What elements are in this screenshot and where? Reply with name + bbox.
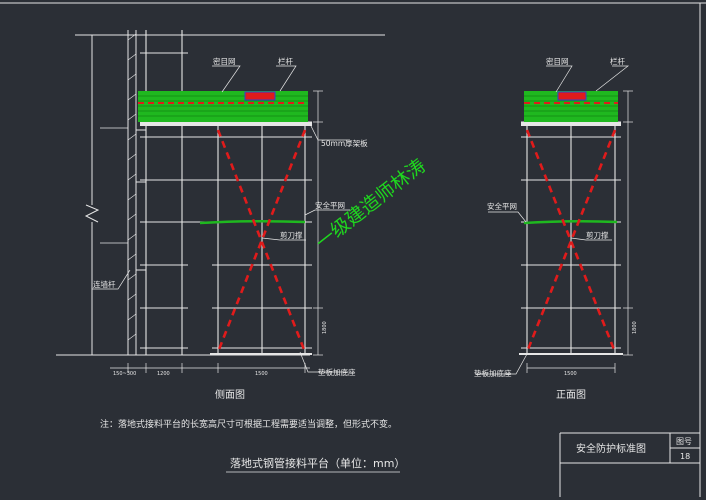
front-dim-lines bbox=[526, 90, 633, 373]
floor-marks bbox=[100, 127, 128, 244]
front-frame bbox=[521, 93, 621, 355]
side-label-board: 50mm厚架板 bbox=[321, 138, 368, 148]
title-block-fig-no: 18 bbox=[680, 452, 690, 461]
drawing-note: 注：落地式接料平台的长宽高尺寸可根据工程需要适当调整，但形式不变。 bbox=[100, 418, 397, 430]
side-leaders bbox=[92, 65, 350, 373]
side-dim-bottom-right: 1500 bbox=[255, 371, 268, 377]
side-platform-net bbox=[199, 219, 306, 225]
wall-ties bbox=[136, 129, 146, 271]
side-dim-bottom-mid: 1200 bbox=[157, 371, 170, 377]
front-label-brace: 剪刀撑 bbox=[586, 230, 609, 240]
drawing-title: 落地式钢管接料平台（单位：mm） bbox=[230, 456, 405, 470]
front-label-railing: 栏杆 bbox=[610, 56, 625, 66]
front-label-platform: 安全平网 bbox=[487, 201, 517, 211]
front-cross-brace bbox=[525, 129, 617, 353]
side-label-railing: 栏杆 bbox=[278, 56, 293, 66]
wall-hatch bbox=[127, 33, 137, 341]
side-caption: 侧面图 bbox=[215, 388, 245, 401]
side-label-platform: 安全平网 bbox=[315, 200, 345, 210]
outer-scaffold bbox=[140, 30, 188, 355]
side-board bbox=[140, 122, 312, 126]
front-label-mesh: 密目网 bbox=[546, 56, 569, 66]
side-dim-bottom-left: 150~300 bbox=[113, 371, 136, 377]
front-caption: 正面图 bbox=[556, 389, 586, 401]
front-platform-net bbox=[523, 219, 618, 225]
front-view: 密目网 栏杆 安全平网 剪刀撑 垫板加底座 1500 1800 正面图 bbox=[474, 56, 638, 401]
side-dim-right: 1800 bbox=[322, 321, 328, 334]
side-label-brace: 剪刀撑 bbox=[280, 230, 303, 240]
side-mesh-texture bbox=[138, 95, 308, 117]
side-dim-lines bbox=[110, 90, 323, 373]
front-label-base: 垫板加底座 bbox=[474, 368, 512, 378]
front-board bbox=[521, 122, 621, 126]
front-leaders bbox=[476, 65, 630, 375]
side-railing-tag bbox=[244, 91, 276, 101]
title-block-fig-label: 图号 bbox=[676, 437, 692, 446]
wall bbox=[56, 30, 385, 356]
front-railing-tag bbox=[557, 91, 587, 101]
side-label-mesh: 密目网 bbox=[213, 56, 236, 66]
front-dim-right: 1800 bbox=[632, 321, 638, 334]
side-label-tie: 连墙杆 bbox=[93, 279, 116, 289]
side-platform-frame bbox=[140, 93, 312, 355]
side-safety-mesh bbox=[138, 91, 308, 122]
title-block-name: 安全防护标准图 bbox=[576, 442, 646, 455]
front-mesh-texture bbox=[524, 95, 618, 117]
side-view: 密目网 栏杆 50mm厚架板 安全平网 剪刀撑 连墙杆 垫板加底座 150~30… bbox=[56, 30, 385, 401]
side-cross-brace bbox=[216, 129, 307, 353]
side-label-base: 垫板加底座 bbox=[318, 367, 356, 377]
front-dim-bottom: 1500 bbox=[564, 371, 577, 377]
